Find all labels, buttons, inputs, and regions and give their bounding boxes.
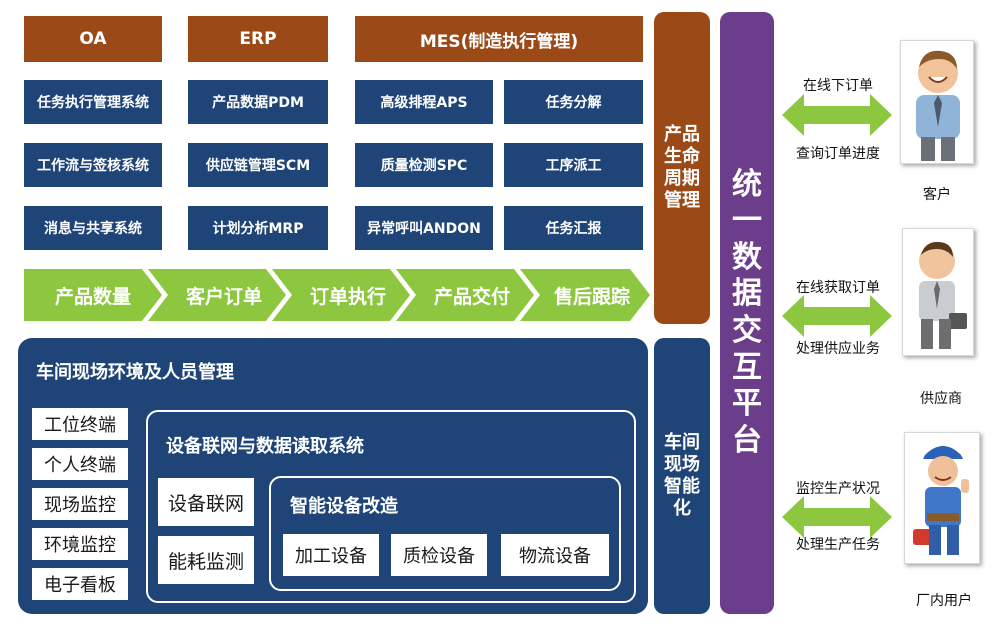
lifecycle-line-1: 产品 <box>664 124 700 146</box>
smart-device-frame <box>269 476 621 591</box>
module-erp-3: 计划分析MRP <box>188 206 328 250</box>
header-oa: OA <box>24 16 162 62</box>
double-arrow-icon <box>782 295 892 337</box>
customer-card <box>900 40 974 164</box>
module-mes-6: 任务汇报 <box>504 206 643 250</box>
supplier-bottom-text: 处理供应业务 <box>796 341 880 357</box>
module-mes-1: 高级排程APS <box>355 80 493 124</box>
header-erp: ERP <box>188 16 328 62</box>
workshop-item-4: 环境监控 <box>32 528 128 560</box>
platform-char-3: 数 <box>732 239 762 275</box>
platform-char-1: 统 <box>732 166 762 202</box>
platform-char-2: 一 <box>732 203 762 239</box>
double-arrow-icon <box>782 496 892 538</box>
smart-item-1: 加工设备 <box>283 534 379 576</box>
module-mes-2: 质量检测SPC <box>355 143 493 187</box>
platform-char-5: 交 <box>732 313 762 348</box>
workshop-intel-line-3: 智能 <box>664 476 700 497</box>
network-item-2: 能耗监测 <box>158 536 254 584</box>
network-item-1: 设备联网 <box>158 478 254 526</box>
module-mes-3: 异常呼叫ANDON <box>355 206 493 250</box>
lifecycle-line-4: 管理 <box>664 189 700 211</box>
customer-top-text: 在线下订单 <box>803 78 873 94</box>
flow-step-3: 订单执行 <box>272 269 410 321</box>
lifecycle-line-3: 周期 <box>664 168 700 189</box>
lifecycle-line-2: 生命 <box>664 146 700 168</box>
flow-step-5: 售后跟踪 <box>520 269 650 321</box>
supplier-name: 供应商 <box>920 391 962 407</box>
unified-platform-bar: 统 一 数 据 交 互 平 台 <box>720 12 774 614</box>
workshop-intel-line-2: 现场 <box>664 454 700 476</box>
workshop-item-3: 现场监控 <box>32 488 128 520</box>
smart-device-title: 智能设备改造 <box>290 496 398 517</box>
customer-name: 客户 <box>923 187 951 203</box>
double-arrow-icon <box>782 94 892 136</box>
lifecycle-bar: 产品 生命 周期 管理 <box>654 12 710 324</box>
network-system-frame <box>146 410 636 603</box>
workshop-intel-bar: 车间 现场 智能 化 <box>654 338 710 614</box>
module-oa-3: 消息与共享系统 <box>24 206 162 250</box>
supplier-icon <box>919 241 967 349</box>
worker-icon <box>913 446 969 555</box>
workshop-title: 车间现场环境及人员管理 <box>36 362 234 383</box>
internal-bottom-text: 处理生产任务 <box>796 537 880 553</box>
flow-step-2: 客户订单 <box>148 269 286 321</box>
smart-item-3: 物流设备 <box>501 534 609 576</box>
internal-top-text: 监控生产状况 <box>796 481 880 497</box>
module-erp-2: 供应链管理SCM <box>188 143 328 187</box>
workshop-item-1: 工位终端 <box>32 408 128 440</box>
workshop-item-2: 个人终端 <box>32 448 128 480</box>
module-mes-4: 任务分解 <box>504 80 643 124</box>
supplier-card <box>902 228 974 356</box>
customer-bottom-text: 查询订单进度 <box>796 146 880 162</box>
platform-char-4: 据 <box>732 276 762 312</box>
platform-char-7: 平 <box>732 386 762 422</box>
supplier-top-text: 在线获取订单 <box>796 280 880 296</box>
module-erp-1: 产品数据PDM <box>188 80 328 124</box>
internal-user-name: 厂内用户 <box>916 593 972 609</box>
platform-char-6: 互 <box>732 349 762 385</box>
flow-step-1: 产品数量 <box>24 269 162 321</box>
module-oa-2: 工作流与签核系统 <box>24 143 162 187</box>
workshop-intel-line-1: 车间 <box>664 432 700 454</box>
platform-char-8: 台 <box>732 422 762 458</box>
module-mes-5: 工序派工 <box>504 143 643 187</box>
network-system-title: 设备联网与数据读取系统 <box>166 436 364 457</box>
module-oa-1: 任务执行管理系统 <box>24 80 162 124</box>
internal-user-card <box>904 432 980 564</box>
flow-step-4: 产品交付 <box>396 269 534 321</box>
header-mes: MES(制造执行管理) <box>355 16 643 62</box>
smart-item-2: 质检设备 <box>391 534 487 576</box>
workshop-item-5: 电子看板 <box>32 568 128 600</box>
workshop-intel-line-4: 化 <box>673 497 691 519</box>
businessman-icon <box>916 50 960 161</box>
